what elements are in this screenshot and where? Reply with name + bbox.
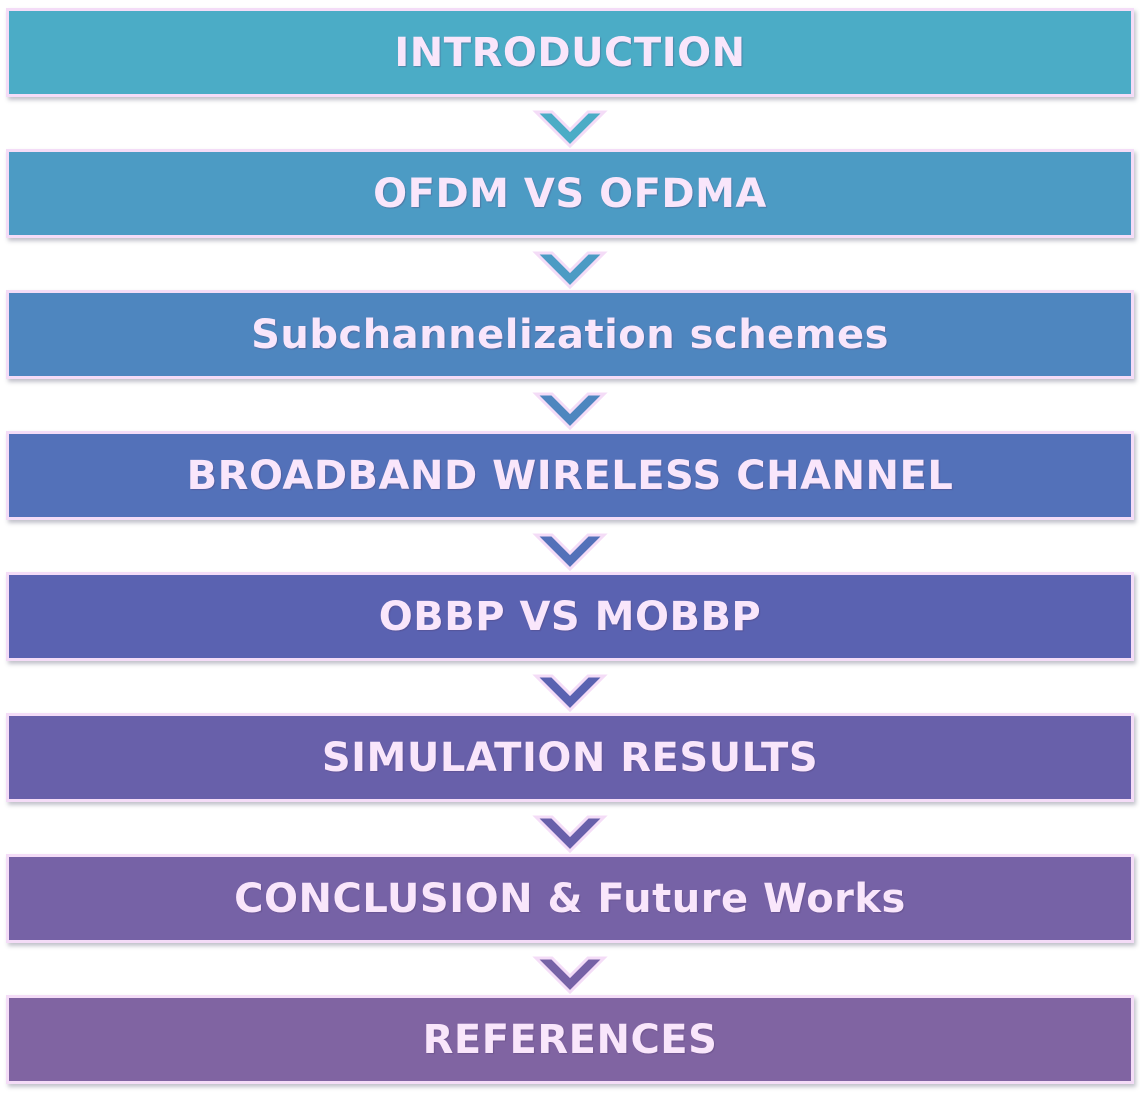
step-references: REFERENCES	[6, 995, 1134, 1084]
down-arrow-shape	[532, 110, 608, 149]
down-arrow-icon	[532, 382, 608, 432]
down-arrow-shape	[532, 956, 608, 995]
down-arrow-path	[532, 533, 608, 572]
down-arrow-path	[532, 674, 608, 713]
step-label: OBBP VS MOBBP	[378, 593, 762, 640]
step-obbp-vs-mobbp: OBBP VS MOBBP	[6, 572, 1134, 661]
down-arrow-shape	[532, 533, 608, 572]
step-subchannelization-schemes: Subchannelization schemes	[6, 290, 1134, 379]
step-broadband-wireless-channel: BROADBAND WIRELESS CHANNEL	[6, 431, 1134, 520]
down-arrow-icon	[532, 946, 608, 996]
down-arrow-shape	[532, 674, 608, 713]
step-ofdm-vs-ofdma: OFDM VS OFDMA	[6, 149, 1134, 238]
down-arrow-path	[532, 392, 608, 431]
down-arrow-shape	[532, 251, 608, 290]
down-arrow-path	[532, 110, 608, 149]
step-simulation-results: SIMULATION RESULTS	[6, 713, 1134, 802]
step-label: REFERENCES	[422, 1016, 718, 1063]
step-label: OFDM VS OFDMA	[373, 170, 767, 217]
down-arrow-icon	[532, 664, 608, 714]
step-label: Subchannelization schemes	[251, 311, 889, 358]
step-introduction: INTRODUCTION	[6, 8, 1134, 97]
down-arrow-shape	[532, 815, 608, 854]
down-arrow-path	[532, 956, 608, 995]
down-arrow-shape	[532, 392, 608, 431]
down-arrow-icon	[532, 100, 608, 150]
step-conclusion-future-works: CONCLUSION & Future Works	[6, 854, 1134, 943]
step-label: CONCLUSION & Future Works	[234, 875, 906, 922]
down-arrow-path	[532, 815, 608, 854]
down-arrow-icon	[532, 523, 608, 573]
step-label: BROADBAND WIRELESS CHANNEL	[186, 452, 954, 499]
step-label: INTRODUCTION	[394, 29, 746, 76]
down-arrow-path	[532, 251, 608, 290]
step-label: SIMULATION RESULTS	[321, 734, 819, 781]
down-arrow-icon	[532, 805, 608, 855]
down-arrow-icon	[532, 241, 608, 291]
